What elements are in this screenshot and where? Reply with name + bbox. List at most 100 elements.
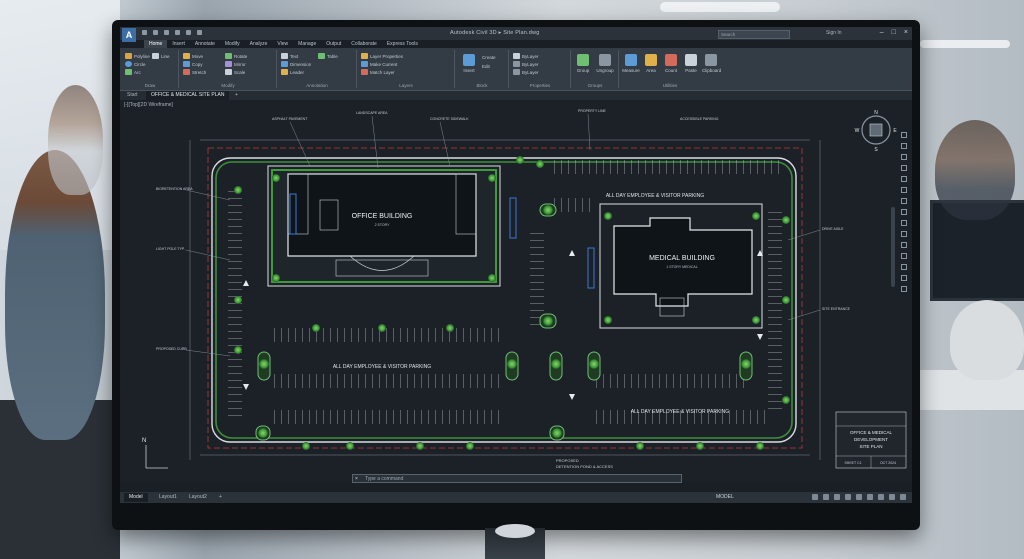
new-layout-button[interactable]: + <box>219 494 222 500</box>
medical-building <box>613 217 753 307</box>
mirror-tool[interactable]: Mirror <box>225 61 246 67</box>
file-tab-start[interactable]: Start <box>127 92 138 98</box>
layout-tab-model[interactable]: Model <box>124 493 148 502</box>
title-block: OFFICE & MEDICAL DEVELOPMENT SITE PLAN S… <box>835 411 907 469</box>
polyline-tool[interactable]: Polyline <box>125 53 150 59</box>
tab-insert[interactable]: Insert <box>172 41 185 47</box>
area-button[interactable]: Area <box>642 54 660 73</box>
layout-tab-layout2[interactable]: Layout2 <box>189 494 207 500</box>
fly-icon[interactable] <box>901 242 907 248</box>
leader-tool[interactable]: Leader <box>281 69 304 75</box>
copy-tool[interactable]: Copy <box>183 61 203 67</box>
tab-analyze[interactable]: Analyze <box>249 41 268 47</box>
lineweight-dropdown[interactable]: ByLayer <box>513 69 539 75</box>
redo-icon[interactable] <box>186 30 191 35</box>
annotation-scale-icon[interactable] <box>878 494 884 500</box>
pan-icon[interactable] <box>901 132 907 138</box>
layer-properties-tool[interactable]: Layer Properties <box>361 53 403 59</box>
tab-view[interactable]: View <box>277 41 289 47</box>
layout-tab-layout1[interactable]: Layout1 <box>159 494 177 500</box>
orbit-icon[interactable] <box>901 154 907 160</box>
tab-output[interactable]: Output <box>326 41 342 47</box>
make-current-tool[interactable]: Make Current <box>361 61 397 67</box>
polar-icon[interactable] <box>845 494 851 500</box>
showmotion-icon[interactable] <box>901 165 907 171</box>
table-tool[interactable]: Table <box>318 53 338 59</box>
site-plan-drawing[interactable]: OFFICE BUILDING 2 STORY MEDICAL BUILDING… <box>120 100 912 482</box>
zoom-previous-icon[interactable] <box>901 209 907 215</box>
tab-manage[interactable]: Manage <box>298 41 317 47</box>
parking-row <box>530 230 544 330</box>
close-icon[interactable]: × <box>355 476 358 482</box>
walk-icon[interactable] <box>901 231 907 237</box>
minimize-icon[interactable]: – <box>879 29 884 36</box>
rotate-tool[interactable]: Rotate <box>225 53 247 59</box>
group-button[interactable]: Group <box>574 54 592 73</box>
viewport-controls[interactable]: [-][Top][2D Wireframe] <box>124 102 173 108</box>
rewind-icon[interactable] <box>901 264 907 270</box>
osnap-icon[interactable] <box>856 494 862 500</box>
svg-text:ACCESSIBLE PARKING: ACCESSIBLE PARKING <box>680 117 719 121</box>
ungroup-button[interactable]: Ungroup <box>596 54 614 73</box>
new-file-icon[interactable] <box>142 30 147 35</box>
text-tool[interactable]: Text <box>281 53 298 59</box>
stretch-tool[interactable]: Stretch <box>183 69 206 75</box>
tab-modify[interactable]: Modify <box>224 41 240 47</box>
color-dropdown[interactable]: ByLayer <box>513 53 539 59</box>
zoom-window-icon[interactable] <box>901 198 907 204</box>
undo-icon[interactable] <box>175 30 180 35</box>
edit-block-tool[interactable]: Edit <box>482 64 490 69</box>
grid-icon[interactable] <box>812 494 818 500</box>
panel-title: Annotation <box>306 83 328 88</box>
match-layer-tool[interactable]: Match Layer <box>361 69 395 75</box>
close-icon[interactable]: × <box>903 29 908 36</box>
customize-icon[interactable] <box>900 494 906 500</box>
dimension-tool[interactable]: Dimension <box>281 61 311 67</box>
line-tool[interactable]: Line <box>152 53 170 59</box>
circle-tool[interactable]: Circle <box>125 61 146 67</box>
vertical-scrollbar[interactable] <box>891 207 895 287</box>
maximize-icon[interactable]: □ <box>891 29 896 36</box>
zoom-extents-icon[interactable] <box>901 187 907 193</box>
workspace-icon[interactable] <box>889 494 895 500</box>
dimension-icon <box>281 61 288 67</box>
steering-wheel-icon[interactable] <box>901 176 907 182</box>
svg-text:ASPHALT PAVEMENT: ASPHALT PAVEMENT <box>272 117 308 121</box>
snap-icon[interactable] <box>823 494 829 500</box>
svg-text:OCT 2024: OCT 2024 <box>880 461 896 465</box>
look-icon[interactable] <box>901 220 907 226</box>
command-line-input[interactable]: × Type a command <box>352 474 682 483</box>
arc-tool[interactable]: Arc <box>125 69 141 75</box>
tab-express-tools[interactable]: Express Tools <box>386 41 418 47</box>
measure-button[interactable]: Measure <box>622 54 640 73</box>
ortho-icon[interactable] <box>834 494 840 500</box>
app-title: Autodesk Civil 3D ▸ Site Plan.dwg <box>450 30 540 36</box>
open-file-icon[interactable] <box>153 30 158 35</box>
center-icon[interactable] <box>901 253 907 259</box>
new-tab-button[interactable]: + <box>235 92 238 98</box>
tab-annotate[interactable]: Annotate <box>194 41 215 47</box>
insert-block-button[interactable]: Insert <box>460 54 478 73</box>
lineweight-toggle-icon[interactable] <box>867 494 873 500</box>
file-tab-site-plan[interactable]: OFFICE & MEDICAL SITE PLAN <box>146 91 230 100</box>
model-space-button[interactable]: MODEL <box>716 494 734 500</box>
navigate-icon[interactable] <box>901 275 907 281</box>
create-block-tool[interactable]: Create <box>482 55 496 60</box>
sign-in-button[interactable]: Sign In <box>826 30 842 36</box>
scale-tool[interactable]: Scale <box>225 69 245 75</box>
paste-button[interactable]: Paste <box>682 54 700 73</box>
svg-text:SITE PLAN: SITE PLAN <box>859 444 882 449</box>
tab-home[interactable]: Home <box>144 40 168 48</box>
search-input[interactable]: Search <box>718 30 790 39</box>
drawing-canvas[interactable]: OFFICE BUILDING 2 STORY MEDICAL BUILDING… <box>120 100 912 482</box>
move-tool[interactable]: Move <box>183 53 203 59</box>
zoom-icon[interactable] <box>901 143 907 149</box>
clipboard-button[interactable]: Clipboard <box>702 54 721 73</box>
count-button[interactable]: Count <box>662 54 680 73</box>
save-icon[interactable] <box>164 30 169 35</box>
app-logo-icon[interactable]: A <box>122 28 136 42</box>
view-icon[interactable] <box>901 286 907 292</box>
tab-collaborate[interactable]: Collaborate <box>351 41 377 47</box>
plot-icon[interactable] <box>197 30 202 35</box>
linetype-dropdown[interactable]: ByLayer <box>513 61 539 67</box>
